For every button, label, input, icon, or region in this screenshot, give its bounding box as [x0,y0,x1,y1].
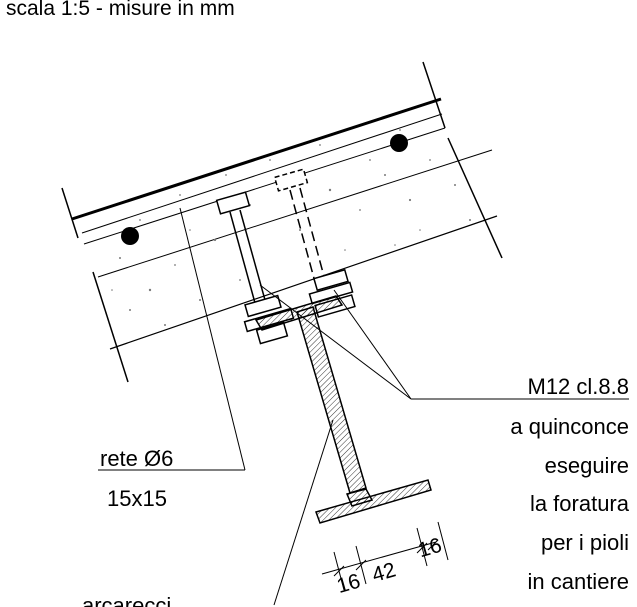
rebar-left [121,227,139,245]
bolt-spec-label: M12 cl.8.8 [528,374,630,399]
scale-note: scala 1:5 - misure in mm [6,0,235,20]
slab-break-line-right-lower [447,137,503,259]
concrete-hatch [111,129,471,326]
slab-break-line-left-upper [61,187,79,239]
note-line-2: la foratura [530,491,630,516]
steel-profile [254,295,432,524]
slab-layer-line-2 [97,149,493,278]
dim-right: 16 [416,534,445,563]
slab-bottom-edge [109,215,498,350]
bottom-flange [315,479,432,524]
slab-top-inner-line [81,113,443,234]
slab-top-edge [71,97,442,221]
concrete-slab [61,61,503,383]
note-line-1: eseguire [545,453,629,478]
purlin-label: arcarecci [82,593,171,607]
web-root [345,488,374,507]
leader-bolt-left [259,284,412,400]
web [296,306,367,494]
dimension-chain [321,521,449,591]
bolt-layout-label: a quinconce [510,414,629,439]
note-line-3: per i pioli [541,530,629,555]
mesh-spec-label: rete Ø6 [100,446,173,471]
note-line-4: in cantiere [527,569,629,594]
leader-purlin [273,419,334,606]
dim-left: 16 [334,570,363,599]
leader-mesh [179,207,246,471]
rebar-right [390,134,408,152]
leader-lines [98,207,629,606]
slab-layer-line-1 [83,127,446,245]
dimension-labels: 16 42 16 [334,534,445,599]
slab-break-line-right-upper [422,61,446,129]
mesh-spacing-label: 15x15 [107,486,167,511]
dim-middle: 42 [370,558,399,587]
leader-bolt-right [333,289,412,400]
slab-break-line-left-lower [92,271,129,383]
